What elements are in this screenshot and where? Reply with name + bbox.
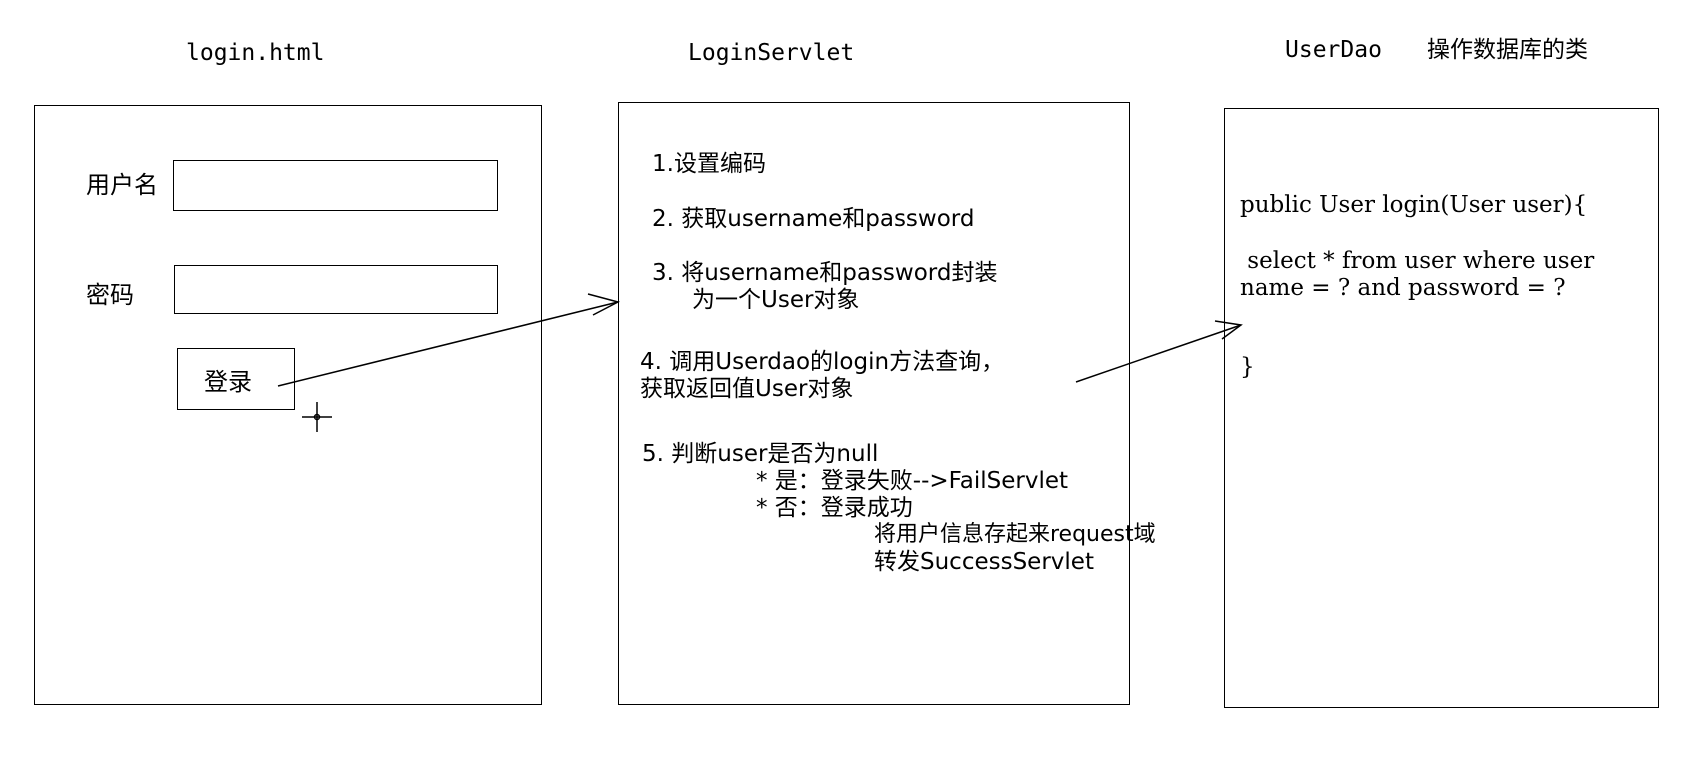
dao-description: 操作数据库的类 xyxy=(1427,37,1588,63)
servlet-title: LoginServlet xyxy=(688,40,855,66)
login-page-title: login.html xyxy=(186,40,325,66)
servlet-step-5-no: * 否：登录成功 xyxy=(756,495,913,521)
dao-method-signature: public User login(User user){ xyxy=(1240,192,1588,218)
dao-query-line1: select * from user where user xyxy=(1240,248,1595,274)
login-button-label: 登录 xyxy=(204,367,252,396)
servlet-step-5-no-b: 转发SuccessServlet xyxy=(874,549,1094,575)
password-input[interactable] xyxy=(174,265,498,314)
servlet-step-2: 2. 获取username和password xyxy=(652,206,975,232)
servlet-step-3-line2: 为一个User对象 xyxy=(692,287,860,313)
servlet-step-1: 1.设置编码 xyxy=(652,151,766,177)
servlet-step-5-line1: 5. 判断user是否为null xyxy=(642,441,879,467)
dao-close-brace: } xyxy=(1240,354,1255,380)
dao-title: UserDao xyxy=(1285,37,1382,63)
username-label: 用户名 xyxy=(86,171,158,199)
servlet-step-4-line1: 4. 调用Userdao的login方法查询， xyxy=(640,349,1005,375)
servlet-panel xyxy=(618,102,1130,705)
servlet-step-5-yes: * 是：登录失败-->FailServlet xyxy=(756,468,1069,494)
login-page-panel xyxy=(34,105,542,705)
dao-panel xyxy=(1224,108,1659,708)
servlet-step-5-no-a: 将用户信息存起来request域 xyxy=(874,522,1156,547)
servlet-step-3-line1: 3. 将username和password封装 xyxy=(652,260,998,286)
dao-query-line2: name = ? and password = ? xyxy=(1240,275,1566,301)
username-input[interactable] xyxy=(173,160,498,211)
servlet-step-4-line2: 获取返回值User对象 xyxy=(640,376,854,402)
login-button[interactable]: 登录 xyxy=(177,348,295,410)
password-label: 密码 xyxy=(86,281,134,309)
